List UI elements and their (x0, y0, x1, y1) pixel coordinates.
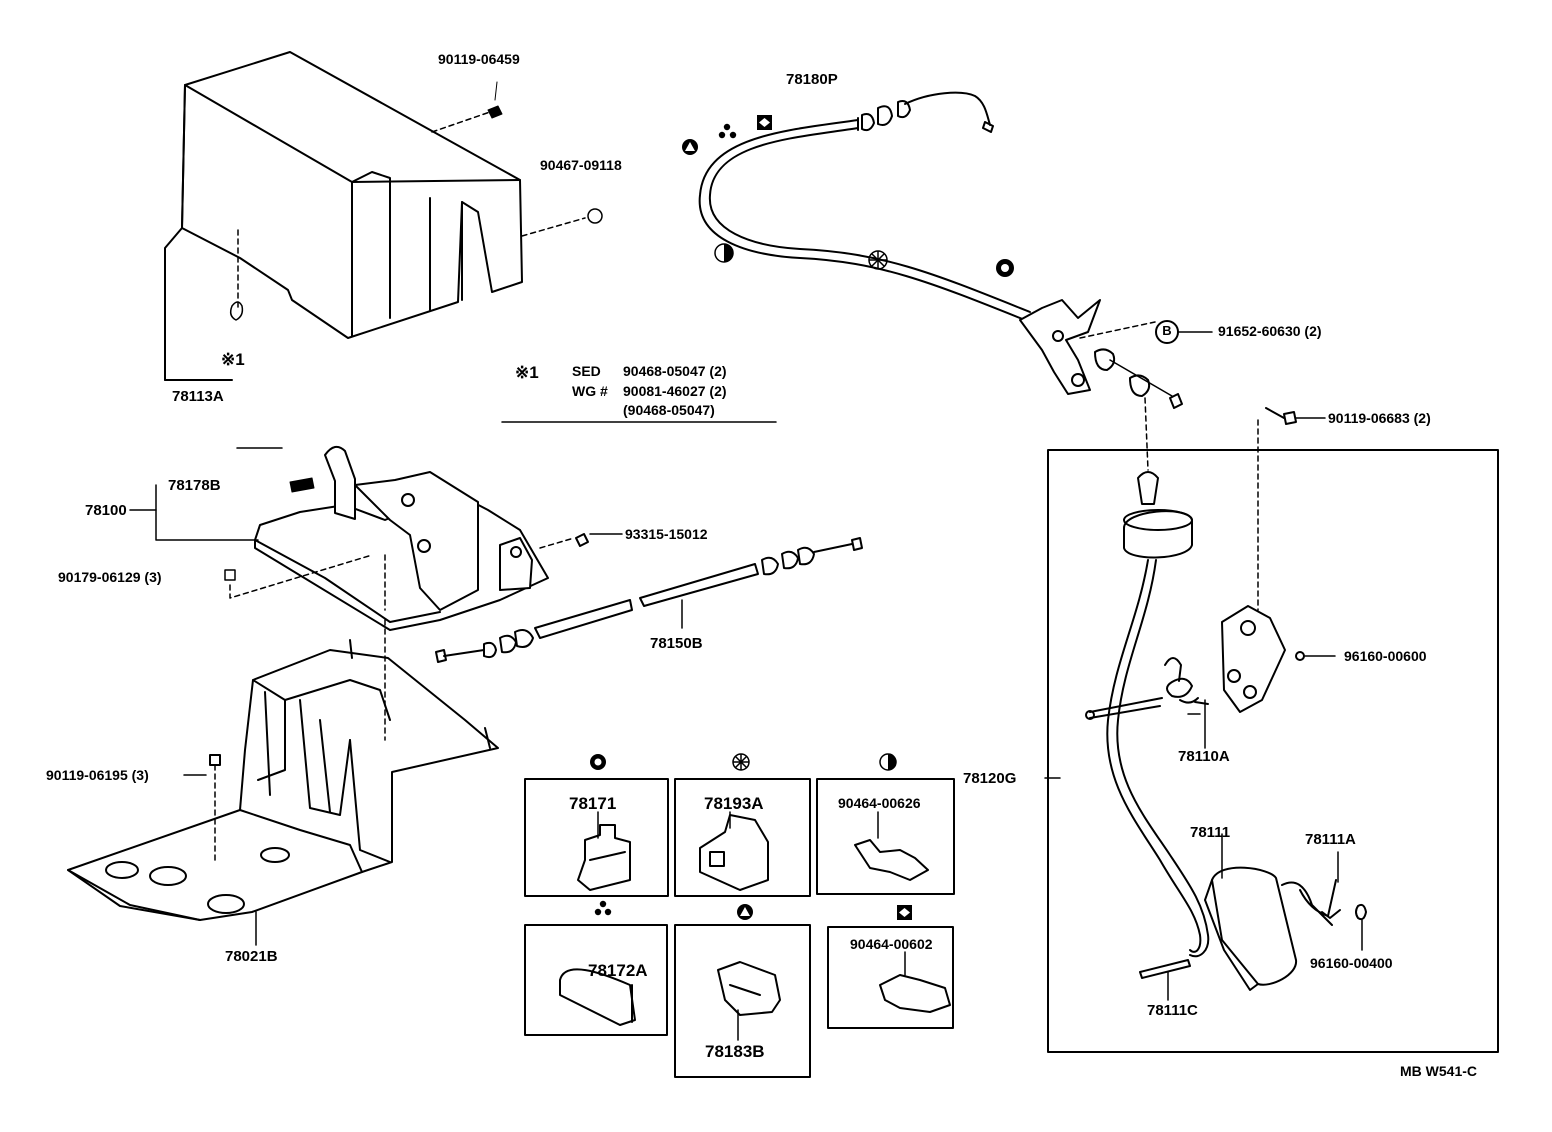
label-78111c: 78111C (1147, 1002, 1198, 1019)
label-78171: 78171 (569, 794, 617, 813)
label-78110a: 78110A (1178, 748, 1230, 765)
reference-code: MB W541-C (1400, 1063, 1478, 1079)
label-90467-09118: 90467-09118 (540, 157, 622, 173)
clip-78171-drawing (577, 811, 631, 891)
base-78021b-drawing (67, 249, 499, 946)
label-78111a: 78111A (1305, 831, 1356, 848)
label-90464-00626: 90464-00626 (838, 795, 921, 811)
bracket-78100-drawing (129, 445, 623, 631)
label-mark-1: ※1 (221, 350, 245, 369)
note-sed-part: 90468-05047 (2) (623, 363, 727, 379)
label-78111: 78111 (1190, 824, 1231, 841)
label-90179-06129: 90179-06129 (3) (58, 569, 162, 585)
label-96160-00600: 96160-00600 (1344, 648, 1427, 664)
note-wg-alt: (90468-05047) (623, 402, 715, 418)
label-78172a: 78172A (588, 961, 648, 980)
clip-78183b-drawing (717, 961, 781, 1041)
label-78178b: 78178B (168, 477, 221, 494)
pedal-group-box (1047, 449, 1499, 1053)
note-wg-part: 90081-46027 (2) (623, 383, 727, 399)
label-96160-00400: 96160-00400 (1310, 955, 1393, 971)
asterisk-symbol-icon (732, 753, 750, 771)
label-78100: 78100 (85, 502, 127, 519)
label-78193a: 78193A (704, 794, 764, 813)
clip-90464-00626-drawing (854, 811, 929, 881)
label-78021b: 78021B (225, 948, 278, 965)
label-78113a: 78113A (172, 388, 224, 405)
label-93315-15012: 93315-15012 (625, 526, 708, 542)
pedal-78120g-drawing (1044, 407, 1367, 1001)
three-dots-symbol-icon (594, 900, 612, 916)
diamond-square-symbol-icon (757, 115, 772, 130)
three-dots-symbol-icon (718, 123, 737, 139)
label-78180p: 78180P (786, 71, 838, 88)
label-78150b: 78150B (650, 635, 703, 652)
diamond-square-symbol-icon (897, 905, 912, 920)
half-circle-symbol-icon (879, 753, 897, 771)
note-wg-prefix: WG # (572, 383, 608, 399)
label-90119-06459: 90119-06459 (438, 51, 520, 67)
note-mark: ※1 (515, 363, 539, 382)
ring-dot-symbol-icon (996, 259, 1014, 277)
label-90119-06195: 90119-06195 (3) (46, 767, 149, 783)
note-sed-prefix: SED (572, 363, 601, 379)
callout-b-letter: B (1162, 323, 1172, 338)
label-91652-60630: 91652-60630 (2) (1218, 323, 1322, 339)
legend-boxes (524, 778, 955, 1078)
symbol-markers (590, 115, 1014, 920)
label-90464-00602: 90464-00602 (850, 936, 933, 952)
label-90119-06683: 90119-06683 (2) (1328, 410, 1431, 426)
triangle-symbol-icon (737, 904, 753, 920)
clamp-78172a-drawing (559, 968, 636, 1026)
cover-78113a-drawing (164, 51, 603, 381)
label-78183b: 78183B (705, 1042, 765, 1061)
clip-78193a-drawing (699, 811, 769, 891)
clip-90464-00602-drawing (879, 951, 951, 1013)
half-circle-symbol-icon (714, 243, 734, 263)
cable-78180p-drawing (698, 91, 1183, 471)
label-78120g: 78120G (963, 770, 1017, 787)
cable-78150b-drawing (435, 537, 863, 663)
triangle-symbol-icon (682, 139, 698, 155)
asterisk-symbol-icon (868, 250, 888, 270)
ring-dot-symbol-icon (590, 754, 606, 770)
